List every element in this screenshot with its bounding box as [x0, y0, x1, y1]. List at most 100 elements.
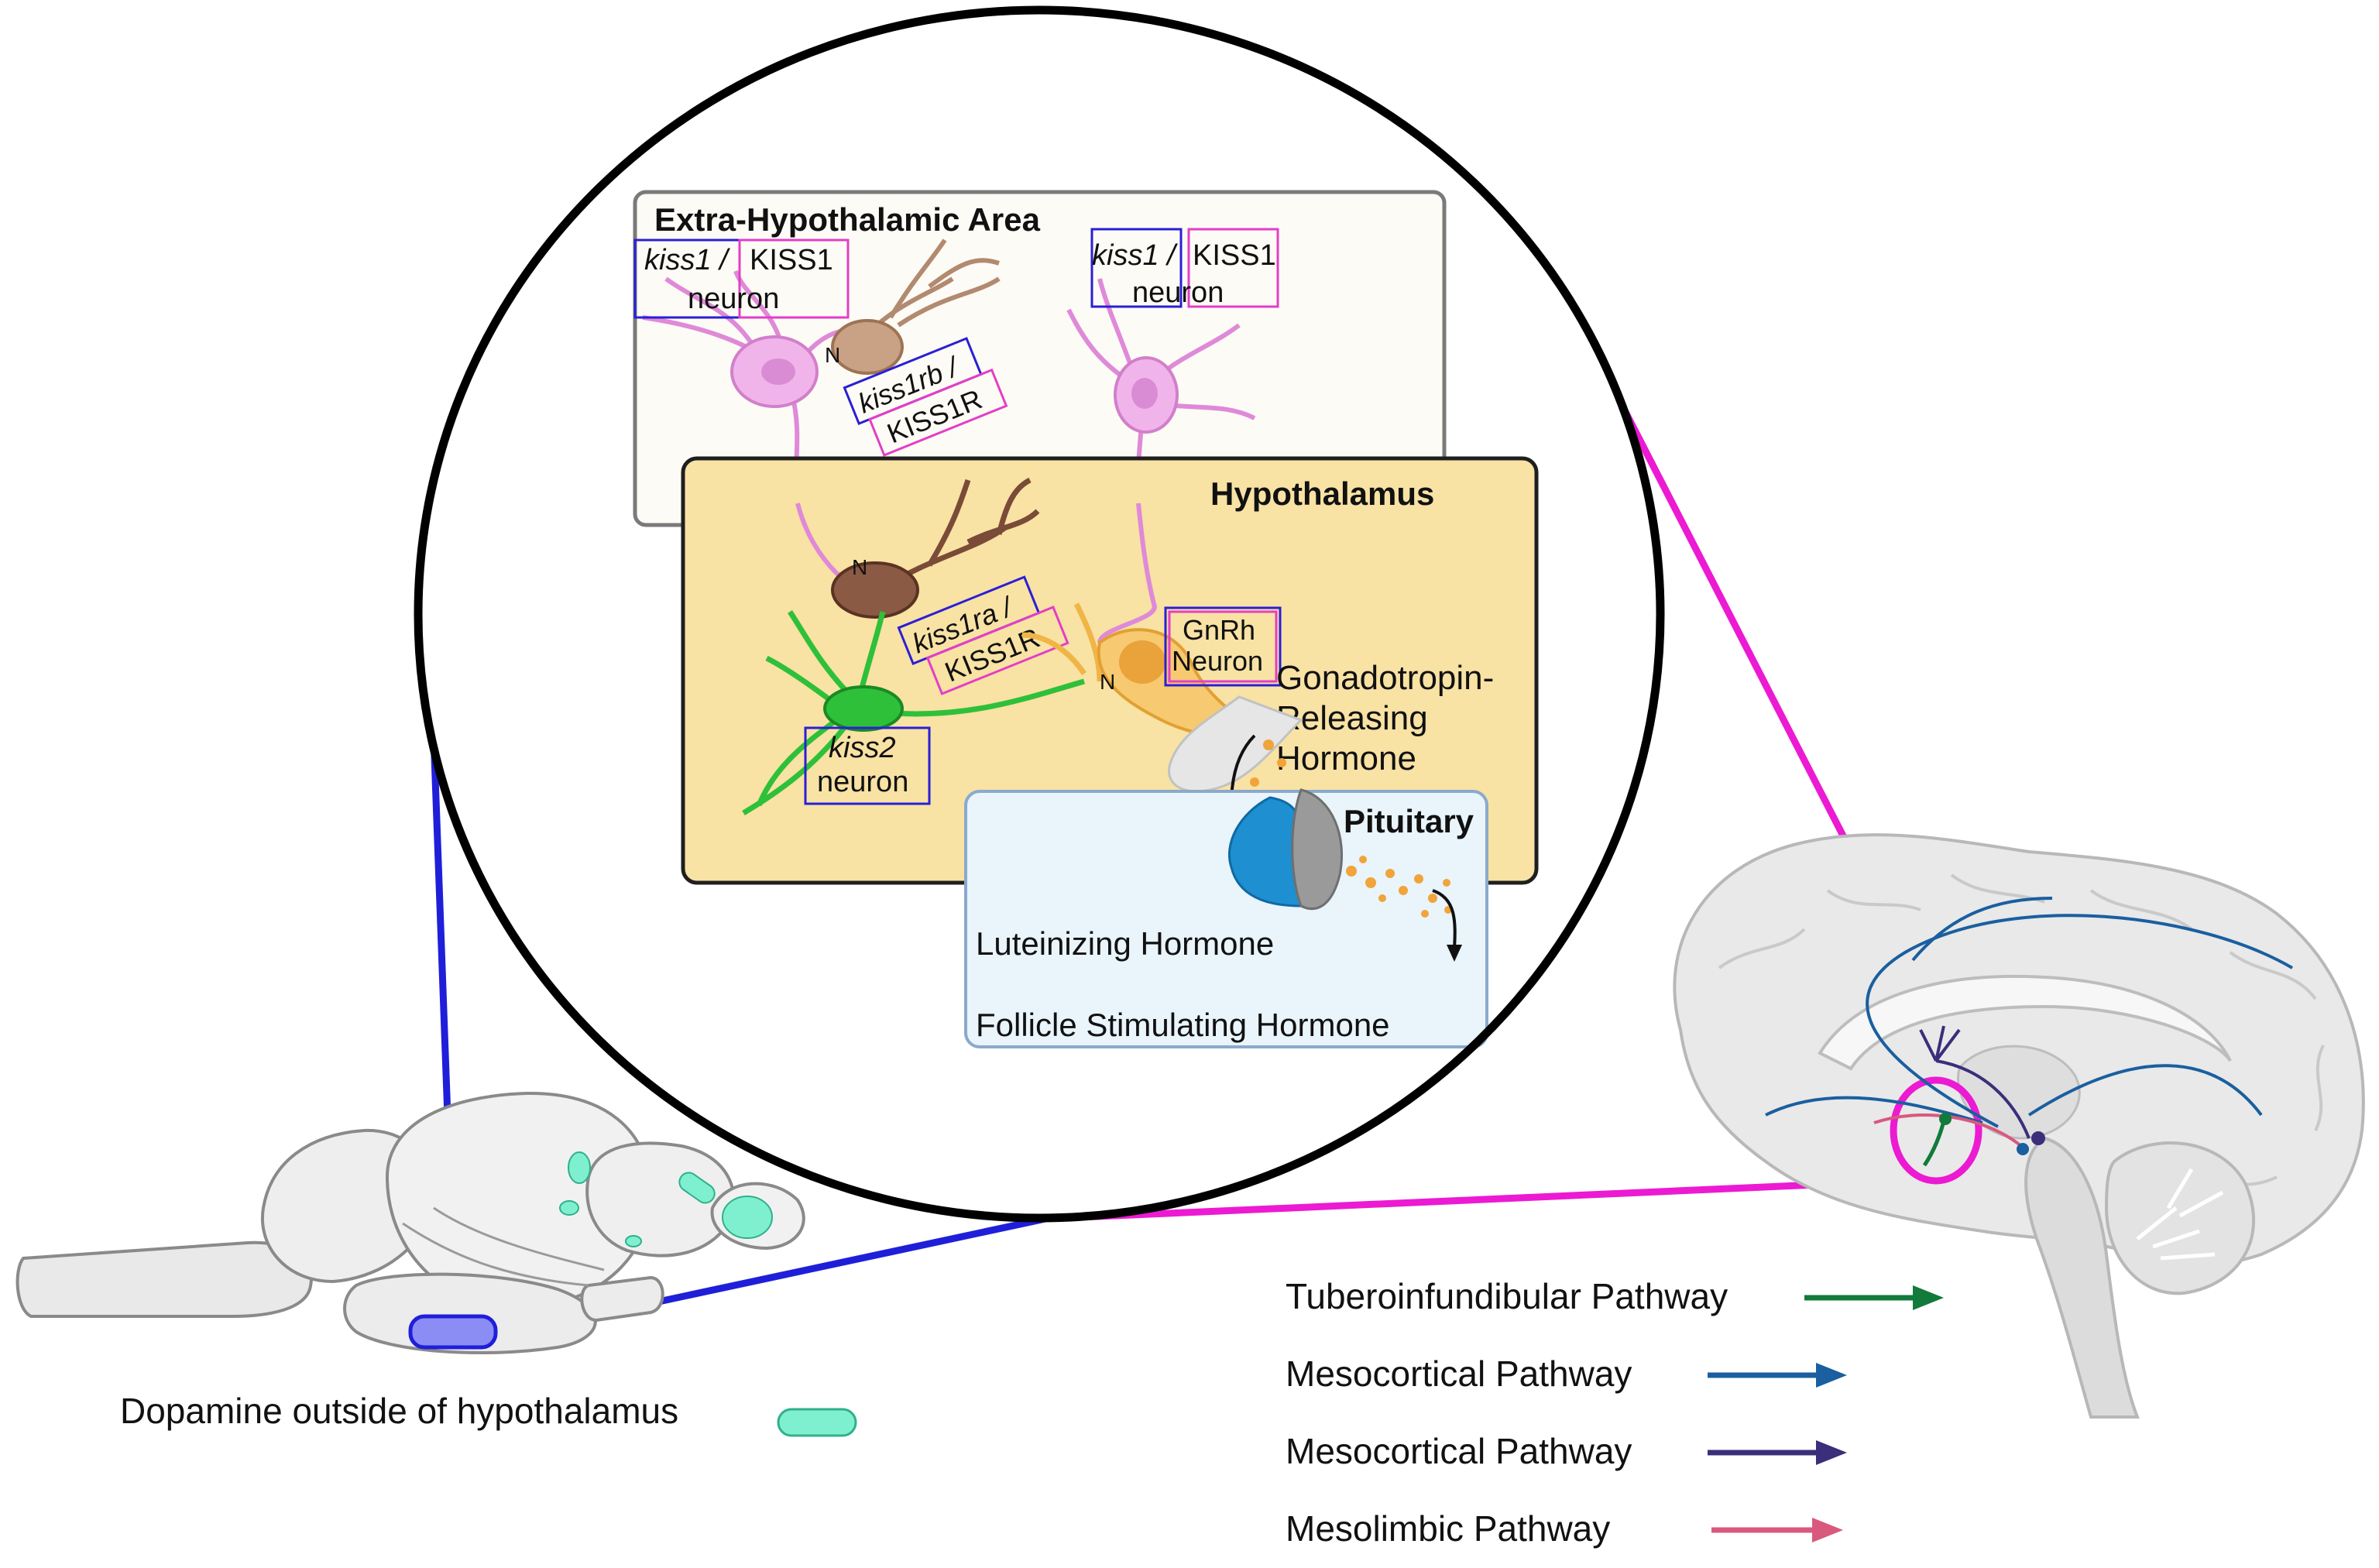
kiss1-gene-label-2: kiss1 / — [1092, 239, 1178, 272]
zoom-circle-outline — [414, 5, 1665, 1223]
gnrh-hormone-line3: Hormone — [1276, 739, 1416, 777]
legend-item-mesocortical-2: Mesocortical Pathway — [1286, 1431, 1847, 1471]
gnrh-label-line1: GnRh — [1183, 614, 1255, 646]
synapse-marker: N — [1100, 670, 1115, 694]
mesocortical-pathway-arc — [1866, 914, 2294, 1128]
gnrh-hormone-line1: Gonadotropin- — [1276, 659, 1494, 697]
corpus-callosum — [1818, 974, 2232, 1071]
fsh-label: Follicle Stimulating Hormone — [976, 1007, 1390, 1043]
tuberoinfundibular-origin — [1939, 1113, 1952, 1125]
kiss1-cell-label-1: neuron — [688, 283, 779, 315]
nerve-2 — [402, 1222, 589, 1287]
kiss1rb-neuron-soma — [831, 319, 904, 375]
mesocortical-pathway-back — [2027, 1064, 2263, 1117]
kiss1-neuron-1-dendrites — [642, 269, 868, 606]
extra-hypothalamic-panel: Extra-Hypothalamic Area kiss1 / KISS1 ne… — [633, 190, 1447, 606]
spinal-cord — [15, 1240, 313, 1318]
legend-item-mesocortical-1: Mesocortical Pathway — [1286, 1354, 1847, 1394]
mesocortical-pathway-purple — [1919, 1025, 2031, 1139]
hypothalamus-highlight — [408, 1314, 498, 1350]
kiss1-protein-box-1 — [738, 238, 850, 319]
legend-label: Mesocortical Pathway — [1286, 1431, 1632, 1471]
kiss1ra-neuron: N — [831, 477, 1040, 619]
pituitary-title: Pituitary — [1344, 803, 1474, 839]
nerve-1 — [433, 1206, 605, 1271]
kiss1-neuron-2-nucleus — [1131, 378, 1158, 409]
synapse-marker: N — [825, 343, 840, 367]
zoom-line-magenta-bottom — [1080, 1177, 1906, 1221]
kiss2-label-box — [804, 726, 931, 805]
legend-item-mesolimbic: Mesolimbic Pathway — [1286, 1508, 1843, 1549]
legend-label: Mesocortical Pathway — [1286, 1354, 1632, 1394]
kiss1-neuron-1-nucleus — [761, 359, 795, 385]
brainstem — [2024, 1136, 2140, 1419]
hypothalamus-lobe — [343, 1272, 597, 1355]
dopamine-region-2 — [559, 1200, 579, 1216]
dopamine-label: Dopamine outside of hypothalamus — [120, 1391, 678, 1431]
pituitary-posterior — [1291, 788, 1344, 911]
kiss2-neuron-dendrites — [742, 610, 1085, 816]
legend-arrowhead — [1816, 1363, 1847, 1388]
dopamine-region-3 — [678, 1172, 716, 1204]
cerebellum-arbor — [2136, 1168, 2224, 1261]
hypothalamus-highlight-human — [1890, 1076, 1982, 1185]
lh-label: Luteinizing Hormone — [976, 925, 1274, 962]
fish-brain-illustration — [15, 1091, 805, 1355]
kiss1-protein-label-1: KISS1 — [750, 244, 833, 276]
kiss1-gene-label-1: kiss1 / — [644, 244, 730, 276]
kiss1-protein-box-2 — [1187, 228, 1279, 308]
pituitary-stalk — [580, 1275, 664, 1323]
kiss1-axon-2 — [1097, 503, 1157, 643]
legend-arrowhead — [1913, 1285, 1944, 1310]
hypothalamus-panel: Hypothalamus N kiss1ra / KISS1R kiss2 ne… — [681, 456, 1539, 885]
hypothalamus-title: Hypothalamus — [1210, 475, 1434, 512]
kiss1-gene-box-2 — [1090, 228, 1183, 308]
brain-folds-1 — [1718, 873, 2325, 1198]
legend-label: Tuberoinfundibular Pathway — [1286, 1276, 1728, 1316]
kiss1ra-neuron-soma — [831, 561, 919, 619]
gnrh-label-box-outer — [1164, 606, 1282, 687]
kiss2-neuron — [742, 610, 1085, 816]
legend-label: Mesolimbic Pathway — [1286, 1508, 1610, 1549]
kiss1rb-neuron-dendrites — [857, 238, 1001, 343]
pathway-legend: Tuberoinfundibular Pathway Mesocortical … — [1286, 1276, 1944, 1549]
legend-arrowhead — [1816, 1440, 1847, 1465]
pituitary-panel: Pituitary Luteinizing Hormone Follicle S… — [964, 788, 1488, 1048]
kiss1rb-neuron: N — [825, 238, 1001, 375]
mesolimbic-origin — [2017, 1143, 2029, 1155]
kiss1rb-protein-box — [868, 368, 1008, 457]
mesocortical-origin — [2031, 1131, 2045, 1145]
dopamine-region-5 — [625, 1235, 642, 1247]
kiss1-neuron-2 — [1066, 278, 1256, 605]
human-brain-illustration — [1673, 833, 2365, 1419]
kiss2-cell-label: neuron — [817, 766, 908, 798]
kiss1-neuron-1 — [642, 269, 868, 606]
kiss1-cell-label-2: neuron — [1132, 276, 1224, 309]
pituitary-box — [964, 790, 1488, 1048]
gonadotropin-particles — [1346, 856, 1452, 918]
dopamine-region-1 — [568, 1151, 591, 1184]
gnrh-label-box-inner — [1168, 610, 1278, 683]
gonadotropin-release-arrowhead — [1447, 945, 1462, 962]
legend-item-tuberoinfundibular: Tuberoinfundibular Pathway — [1286, 1276, 1944, 1316]
kiss1ra-protein-box — [925, 606, 1069, 695]
kiss2-gene-label: kiss2 — [829, 732, 896, 764]
mesocortical-pathway-top — [1911, 897, 2053, 962]
gonadotropin-release-arrow — [1432, 889, 1457, 949]
kiss1ra-neuron-dendrites — [881, 477, 1040, 591]
dopamine-legend-swatch — [777, 1408, 857, 1437]
gnrh-neuron-dendrites — [1021, 602, 1103, 682]
cerebellum-human — [2104, 1141, 2255, 1295]
legend-arrowhead — [1812, 1518, 1843, 1542]
kiss2-neuron-soma — [823, 685, 904, 732]
dopamine-region-4 — [722, 1196, 773, 1239]
gnrh-hormone-line2: Releasing — [1276, 699, 1428, 737]
kiss1-protein-label-2: KISS1 — [1193, 239, 1276, 272]
extra-hypothalamic-title: Extra-Hypothalamic Area — [654, 201, 1041, 238]
gnrh-label-line2: Neuron — [1172, 645, 1263, 677]
mesocortical-pathway-front — [1765, 1096, 1983, 1124]
kiss1-neuron-2-dendrites — [1066, 278, 1256, 605]
gnrh-neuron-nucleus — [1119, 640, 1165, 684]
synapse-marker: N — [852, 555, 867, 579]
